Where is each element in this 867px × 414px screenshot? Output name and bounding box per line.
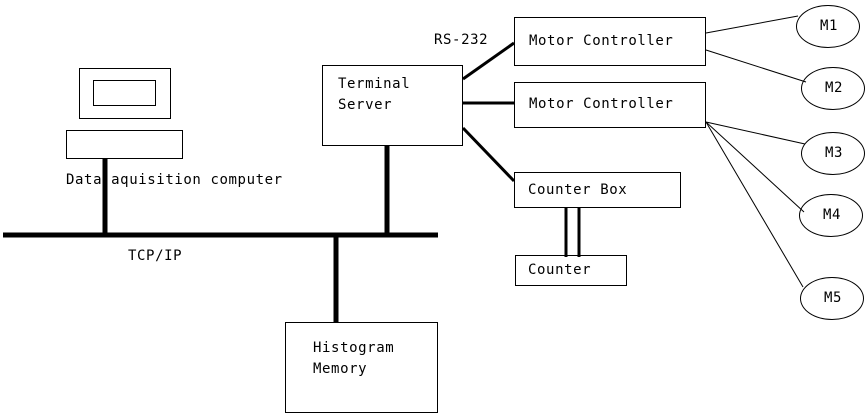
- terminal-server-node: Terminal Server: [322, 65, 463, 146]
- motor-controller-1-node: Motor Controller: [514, 17, 706, 66]
- link-motor-controller-2-to-m5: [705, 121, 804, 288]
- link-motor-controller-2-to-m4: [705, 121, 805, 213]
- motor-m1-label: M1: [819, 18, 839, 34]
- motor-m5-label: M5: [823, 290, 843, 306]
- computer-chassis: [66, 130, 183, 159]
- counter-box-node: Counter Box: [514, 172, 681, 208]
- link-terminal-server-to-counter-box: [461, 126, 516, 183]
- motor-m5-node: M5: [800, 277, 864, 320]
- link-motor-controller-2-to-m3: [705, 121, 806, 145]
- motor-m1-node: M1: [796, 5, 860, 48]
- motor-m4-node: M4: [799, 194, 863, 237]
- counter-node: Counter: [515, 255, 627, 286]
- motor-controller-1-label: Motor Controller: [529, 33, 674, 49]
- terminal-server-label-line2: Server: [338, 97, 393, 113]
- motor-controller-2-label: Motor Controller: [529, 96, 674, 112]
- link-motor-controller-1-to-m2: [705, 49, 807, 83]
- terminal-server-label-line1: Terminal: [338, 76, 411, 92]
- motor-controller-2-node: Motor Controller: [514, 82, 706, 128]
- link-terminal-server-to-motor-controller-1: [462, 41, 515, 81]
- histogram-memory-node: Histogram Memory: [285, 322, 438, 413]
- histogram-memory-label-line1: Histogram: [313, 340, 395, 356]
- motor-m4-label: M4: [822, 207, 842, 223]
- histogram-memory-label-line2: Memory: [313, 361, 368, 377]
- data-acquisition-computer-caption: Data aquisition computer: [66, 172, 283, 188]
- link-motor-controller-1-to-m1: [705, 15, 799, 34]
- motor-m2-node: M2: [801, 67, 865, 110]
- rs232-link-label: RS-232: [434, 32, 489, 48]
- motor-m3-node: M3: [801, 132, 865, 175]
- counter-box-label: Counter Box: [528, 182, 628, 198]
- motor-m3-label: M3: [824, 145, 844, 161]
- counter-label: Counter: [528, 262, 592, 278]
- computer-monitor-screen: [93, 80, 156, 106]
- computer-monitor-bezel: [79, 68, 171, 119]
- tcpip-bus-label: TCP/IP: [128, 248, 183, 264]
- motor-m2-label: M2: [824, 80, 844, 96]
